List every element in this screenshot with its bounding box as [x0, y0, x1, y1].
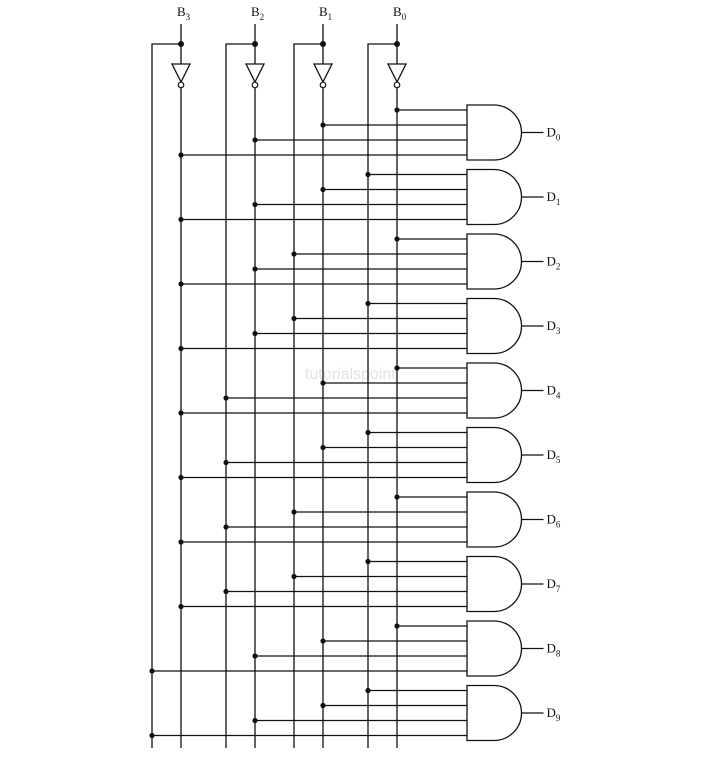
- input-label-b2: B2: [251, 4, 264, 22]
- and-gate-d2: [466, 233, 523, 290]
- junction-dot: [365, 171, 371, 178]
- junction-dot: [394, 236, 400, 242]
- junction-dot: [365, 429, 371, 436]
- and-gate-d3: [466, 297, 523, 355]
- inverter-bubble: [177, 81, 185, 89]
- buffer-triangle: [244, 63, 266, 84]
- inverter-bubble: [251, 81, 259, 89]
- watermark: tutorialspoint: [305, 366, 396, 383]
- junction-dot: [394, 494, 400, 500]
- junction-dot: [291, 573, 297, 580]
- output-label-d1: D1: [547, 189, 561, 207]
- and-gate-d6: [466, 491, 523, 548]
- output-label-d3: D3: [547, 318, 561, 336]
- and-gate-d8: [466, 620, 523, 677]
- junction-dot: [178, 281, 184, 287]
- junction-dot: [252, 266, 258, 272]
- junction-dot: [149, 668, 155, 674]
- junction-dot: [178, 216, 184, 223]
- input-label-b0: B0: [393, 4, 407, 22]
- input-label-b1: B1: [319, 4, 332, 22]
- junction-dot: [178, 345, 184, 352]
- output-label-d8: D8: [547, 641, 561, 659]
- junction-dot: [223, 459, 229, 466]
- junction-dot: [394, 365, 400, 371]
- junction-dot: [320, 638, 326, 644]
- output-label-d9: D9: [547, 705, 561, 723]
- output-label-d0: D0: [547, 125, 561, 143]
- buffer-triangle: [170, 63, 192, 84]
- junction-dot: [252, 330, 258, 337]
- buffer-triangle: [312, 63, 334, 84]
- output-label-d6: D6: [547, 512, 561, 530]
- junction-dot: [223, 588, 229, 595]
- junction-dot: [252, 717, 258, 724]
- and-gate-d7: [466, 555, 523, 613]
- inverter-bubble: [393, 81, 401, 89]
- direct-line: [225, 43, 255, 748]
- junction-dot: [178, 152, 184, 158]
- junction-dot: [394, 623, 400, 629]
- junction-dot: [365, 300, 371, 307]
- junction-dot: [252, 201, 258, 208]
- junction-dot: [223, 524, 229, 530]
- output-label-d4: D4: [547, 383, 561, 401]
- junction-dot: [252, 137, 258, 143]
- output-label-d2: D2: [547, 254, 561, 272]
- junction-dot: [252, 653, 258, 659]
- and-gate-d4: [466, 362, 523, 419]
- junction-dot: [320, 380, 326, 386]
- inverter-bubble: [319, 81, 327, 89]
- output-label-d7: D7: [547, 576, 561, 594]
- junction-dot: [291, 315, 297, 322]
- junction-dot: [320, 702, 326, 709]
- buffer-triangle: [386, 63, 408, 84]
- and-gate-d1: [466, 168, 523, 226]
- junction-dot: [365, 558, 371, 565]
- and-gates: [170, 63, 523, 742]
- junction-dot: [178, 410, 184, 416]
- junction-dot: [320, 444, 326, 451]
- junction-dot: [291, 251, 297, 257]
- junction-dot: [178, 539, 184, 545]
- junction-dot: [365, 687, 371, 694]
- and-gate-d9: [466, 684, 523, 742]
- junction-dot: [149, 732, 155, 739]
- junction-dot: [178, 603, 184, 610]
- wires: [149, 24, 544, 748]
- junction-dot: [320, 186, 326, 193]
- direct-line: [367, 43, 397, 748]
- junction-dot: [223, 395, 229, 401]
- junction-dot: [291, 509, 297, 515]
- and-gate-d0: [466, 104, 523, 161]
- and-gate-d5: [466, 426, 523, 484]
- direct-line: [151, 43, 181, 748]
- input-label-b3: B3: [177, 4, 191, 22]
- junction-dot: [178, 474, 184, 481]
- output-label-d5: D5: [547, 447, 561, 465]
- direct-line: [293, 43, 323, 748]
- junction-dot: [394, 107, 400, 113]
- junction-dot: [320, 122, 326, 128]
